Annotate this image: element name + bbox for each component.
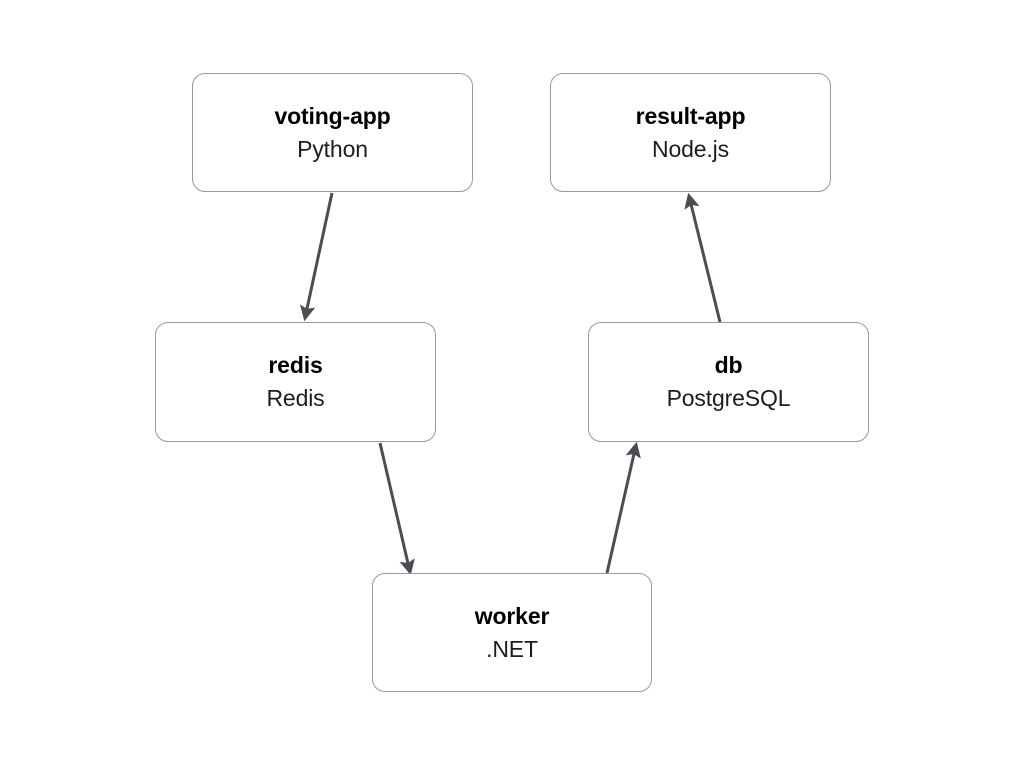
- node-db-subtitle: PostgreSQL: [666, 385, 791, 411]
- node-redis-subtitle: Redis: [266, 385, 325, 411]
- edge-redis-to-worker: [378, 442, 415, 576]
- node-voting-app-title: voting-app: [274, 102, 391, 129]
- edge-voting-app-to-redis: [299, 192, 334, 322]
- node-db-title: db: [714, 352, 743, 378]
- node-voting-app[interactable]: voting-app Python: [192, 73, 473, 192]
- edge-db-to-result-app: [684, 192, 722, 323]
- node-db[interactable]: db PostgreSQL: [588, 322, 869, 442]
- node-result-app-title: result-app: [635, 102, 746, 129]
- node-redis[interactable]: redis Redis: [155, 322, 436, 442]
- edge-worker-to-db: [605, 441, 641, 574]
- node-worker-title: worker: [474, 602, 550, 629]
- node-voting-app-subtitle: Python: [297, 135, 368, 162]
- node-redis-title: redis: [268, 352, 323, 378]
- node-worker-subtitle: .NET: [486, 635, 538, 662]
- node-worker[interactable]: worker .NET: [372, 573, 652, 692]
- node-result-app-subtitle: Node.js: [652, 135, 729, 162]
- node-result-app[interactable]: result-app Node.js: [550, 73, 831, 192]
